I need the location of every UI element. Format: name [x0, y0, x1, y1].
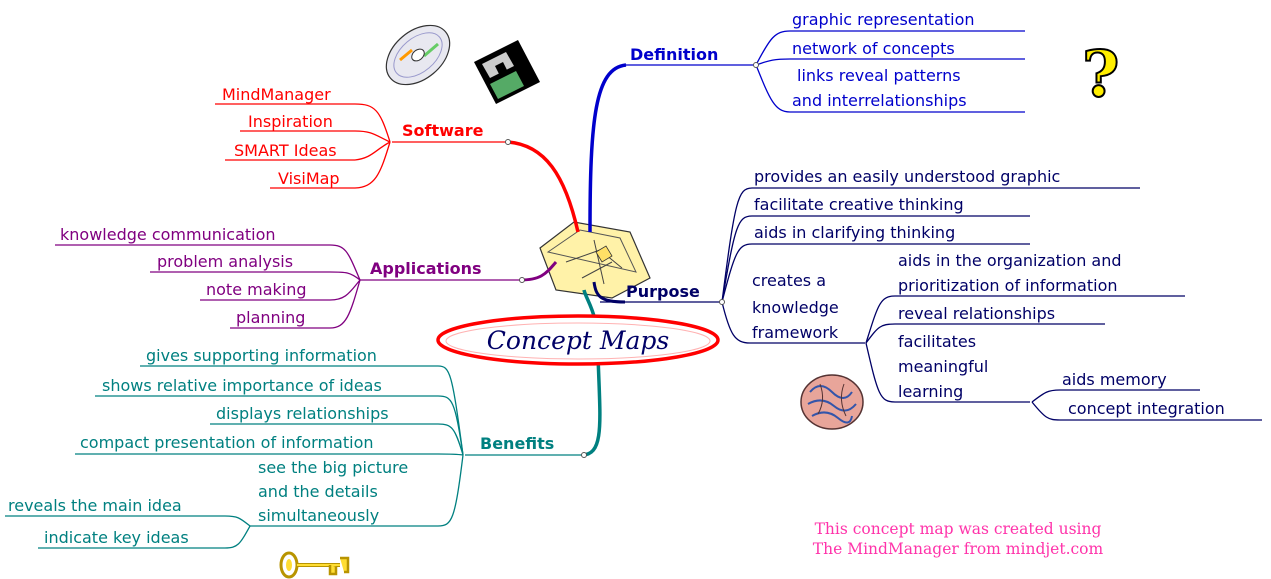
- cd-disc-icon: [385, 24, 451, 86]
- definition-topic[interactable]: Definition: [630, 45, 718, 64]
- benefits-item[interactable]: compact presentation of information: [80, 433, 374, 452]
- big-picture-item[interactable]: indicate key ideas: [44, 528, 189, 547]
- applications-item[interactable]: knowledge communication: [60, 225, 276, 244]
- benefits-item[interactable]: displays relationships: [216, 404, 389, 423]
- organization-line: aids in the organization and: [898, 251, 1122, 270]
- purpose-item[interactable]: provides an easily understood graphic: [754, 167, 1060, 186]
- svg-text:?: ?: [1082, 37, 1120, 112]
- credit-line: The MindManager from mindjet.com: [813, 540, 1104, 558]
- purpose-framework-node[interactable]: creates a knowledge framework: [752, 271, 839, 342]
- big-picture-node[interactable]: see the big picture and the details simu…: [258, 458, 408, 525]
- credit-line: This concept map was created using: [815, 520, 1102, 538]
- applications-item[interactable]: problem analysis: [157, 252, 293, 271]
- sticky-notes-icon: [539, 221, 651, 299]
- software-item[interactable]: SMART Ideas: [234, 141, 337, 160]
- software-item[interactable]: MindManager: [222, 85, 331, 104]
- benefits-item[interactable]: gives supporting information: [146, 346, 377, 365]
- applications-item[interactable]: planning: [236, 308, 305, 327]
- software-item[interactable]: VisiMap: [278, 169, 340, 188]
- purpose-item[interactable]: facilitate creative thinking: [754, 195, 964, 214]
- big-picture-line: and the details: [258, 482, 378, 501]
- central-topic-label: Concept Maps: [487, 326, 669, 355]
- framework-line: framework: [752, 323, 839, 342]
- big-picture-line: simultaneously: [258, 506, 379, 525]
- brain-icon: [800, 374, 864, 430]
- benefits-topic[interactable]: Benefits: [480, 434, 554, 453]
- learning-line: meaningful: [898, 357, 988, 376]
- definition-item[interactable]: network of concepts: [792, 39, 955, 58]
- organization-line: prioritization of information: [898, 276, 1118, 295]
- software-topic[interactable]: Software: [402, 121, 484, 140]
- relationships-node[interactable]: reveal relationships: [898, 304, 1055, 323]
- learning-line: learning: [898, 382, 963, 401]
- learning-item[interactable]: concept integration: [1068, 399, 1225, 418]
- big-picture-item[interactable]: reveals the main idea: [8, 496, 182, 515]
- applications-topic[interactable]: Applications: [370, 259, 482, 278]
- definition-item[interactable]: links reveal patterns: [797, 66, 961, 85]
- key-icon: [279, 551, 350, 579]
- definition-item[interactable]: and interrelationships: [792, 91, 967, 110]
- central-topic[interactable]: Concept Maps: [436, 314, 720, 366]
- software-item[interactable]: Inspiration: [248, 112, 333, 131]
- purpose-item[interactable]: aids in clarifying thinking: [754, 223, 955, 242]
- framework-line: creates a: [752, 271, 826, 290]
- question-mark-icon: ?: [1081, 36, 1121, 113]
- benefits-item[interactable]: shows relative importance of ideas: [102, 376, 382, 395]
- purpose-topic[interactable]: Purpose: [626, 282, 700, 301]
- floppy-disk-icon: [474, 40, 540, 104]
- learning-node[interactable]: facilitates meaningful learning: [898, 332, 988, 401]
- organization-node[interactable]: aids in the organization and prioritizat…: [898, 251, 1122, 295]
- big-picture-line: see the big picture: [258, 458, 408, 477]
- definition-item[interactable]: graphic representation: [792, 10, 975, 29]
- learning-line: facilitates: [898, 332, 976, 351]
- learning-item[interactable]: aids memory: [1062, 370, 1167, 389]
- framework-line: knowledge: [752, 298, 839, 317]
- applications-item[interactable]: note making: [206, 280, 307, 299]
